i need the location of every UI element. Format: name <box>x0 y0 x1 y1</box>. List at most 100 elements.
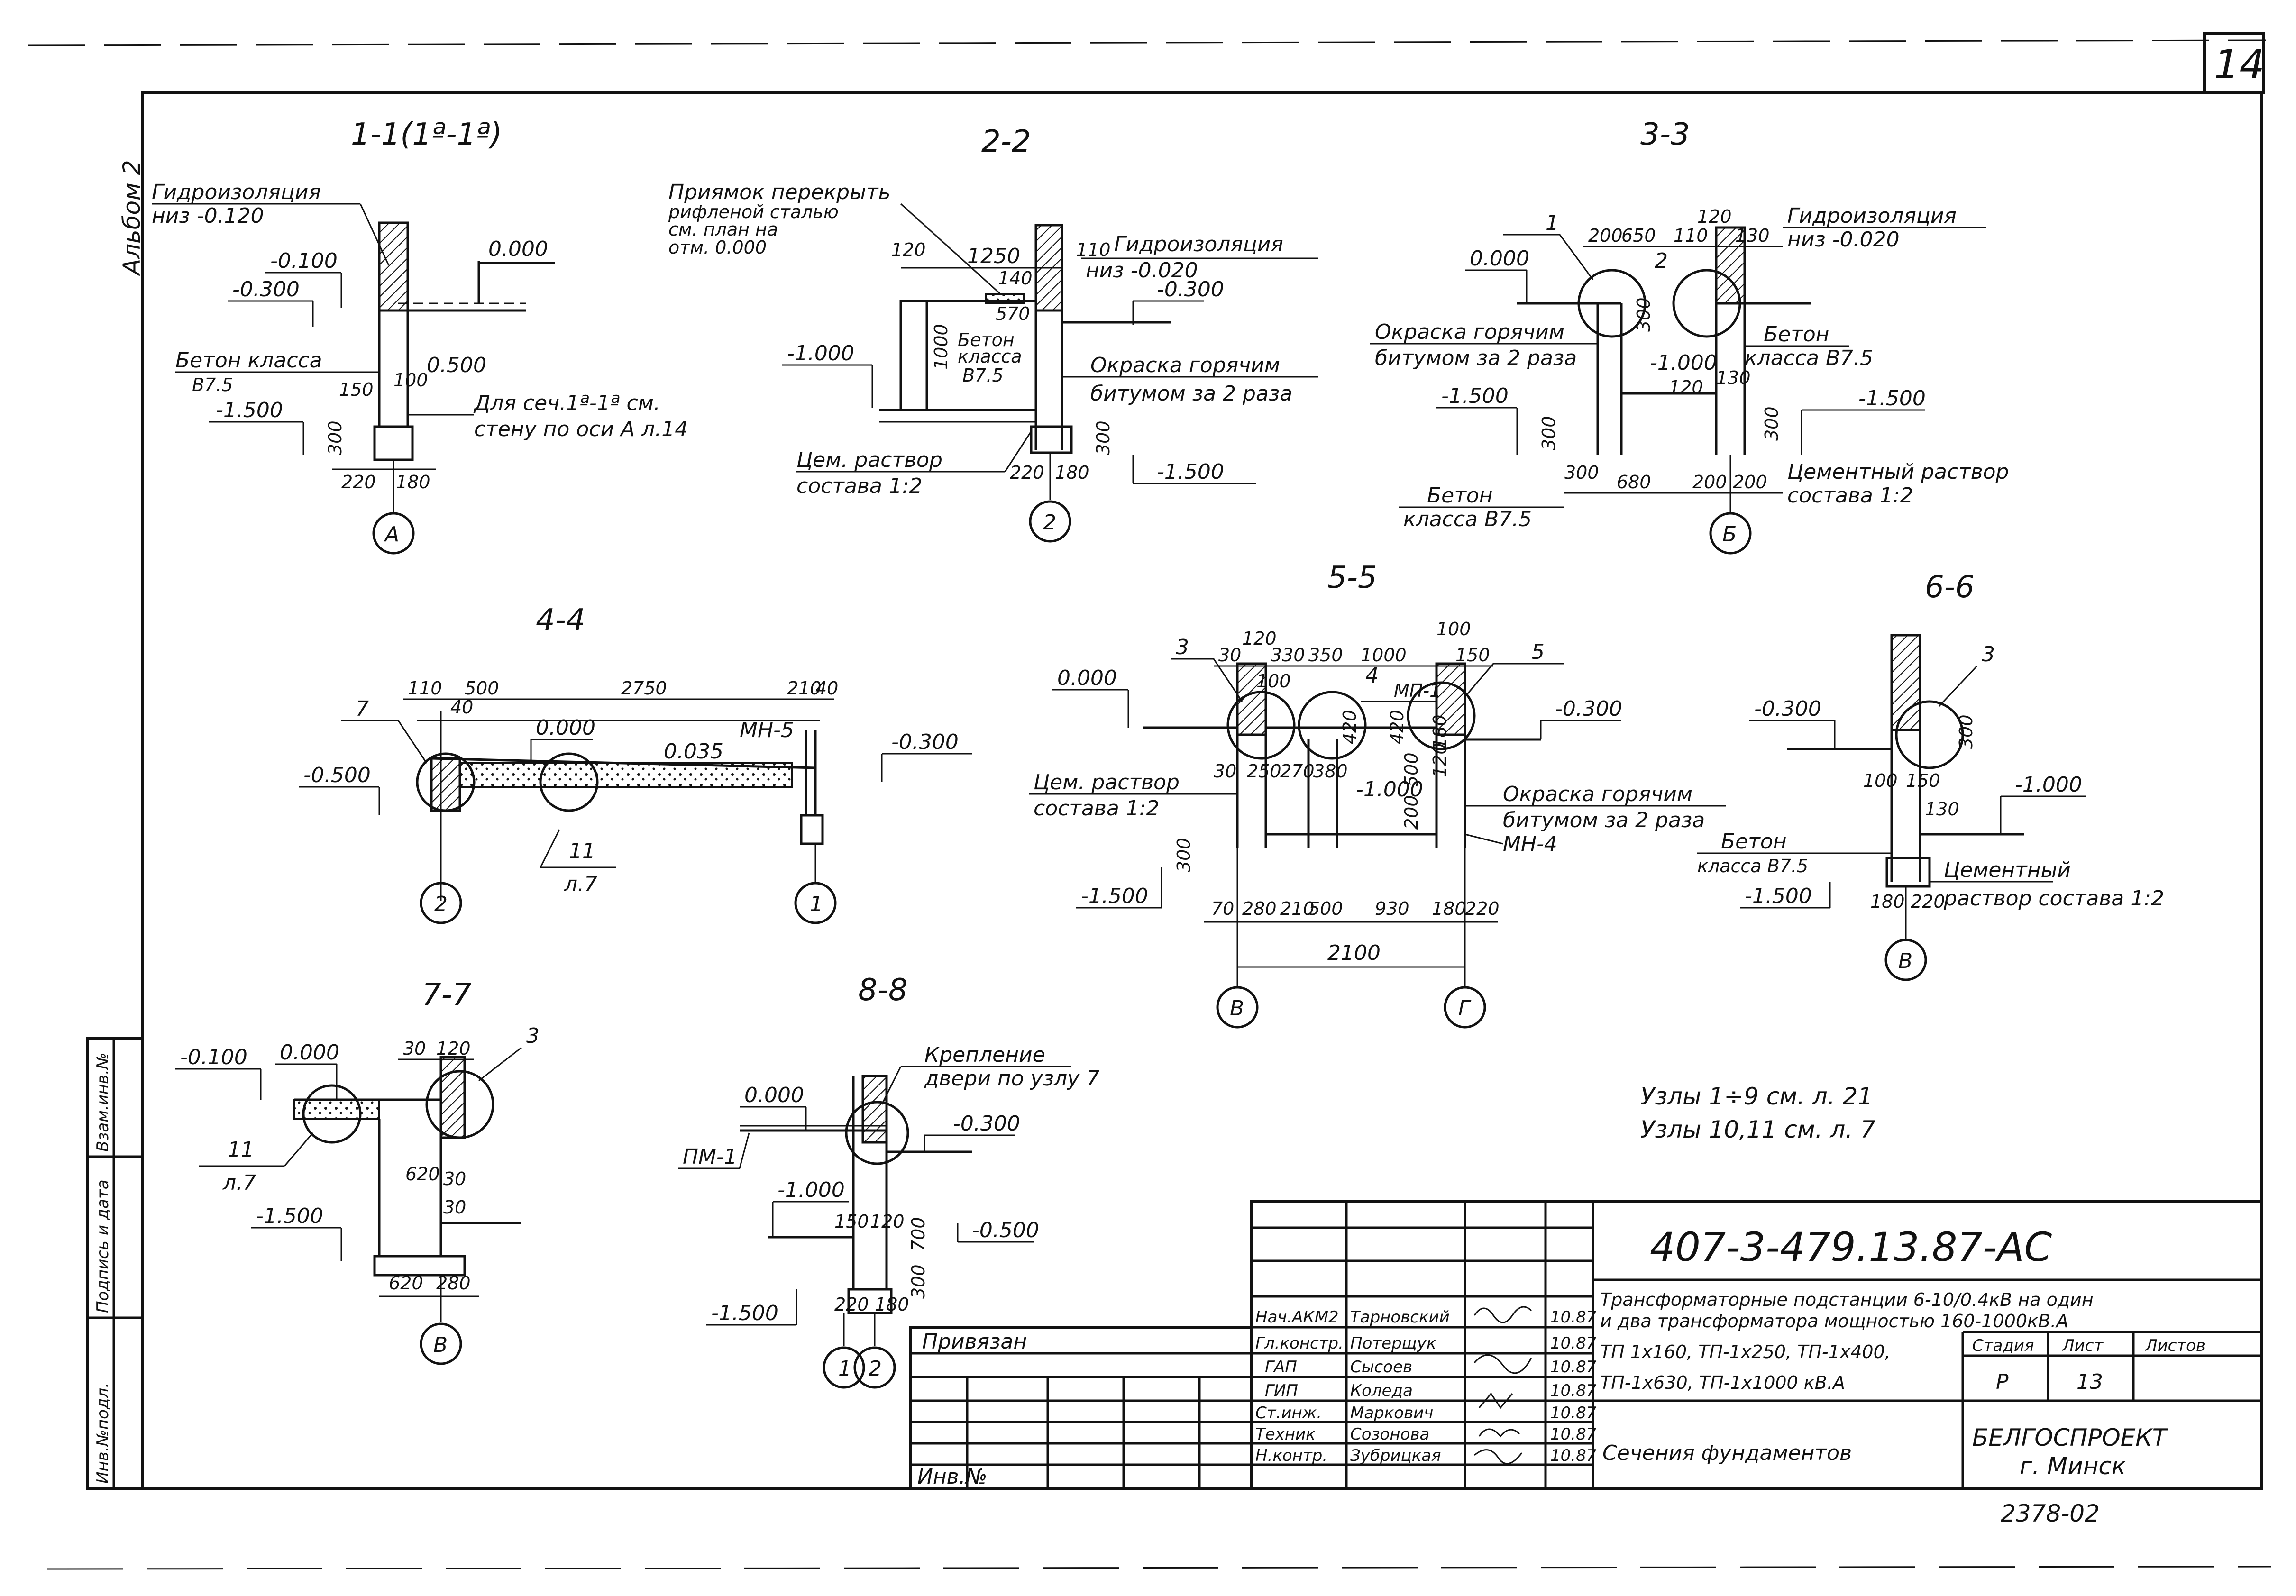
s5-label-32: 210 <box>1280 898 1315 919</box>
person-name: Созонова <box>1350 1425 1429 1444</box>
s1-label-8: 0.500 <box>427 353 486 377</box>
s6-label-13: 220 <box>1911 891 1945 912</box>
s8-label-4: ПМ-1 <box>683 1145 737 1169</box>
s1-label-1: низ -0.120 <box>152 204 264 228</box>
s3-label-15: -1.000 <box>1650 351 1717 375</box>
s4-label-10: -0.300 <box>891 730 959 754</box>
s1-label-6: В7.5 <box>192 374 233 395</box>
side-stamp: Инв.№подл. Подпись и дата Взам.инв.№ <box>86 1037 144 1490</box>
s4-label-12: 11 <box>569 839 595 863</box>
s5-label-18: 270 <box>1280 761 1315 782</box>
s2-label-19: Цем. раствор <box>796 448 942 472</box>
s8-label-7: 120 <box>870 1211 905 1232</box>
s2-label-5: 1250 <box>967 244 1020 268</box>
s5-label-3: 120 <box>1242 628 1277 649</box>
s4-label-7: 0.000 <box>536 716 595 740</box>
section-5-5: 5-5 0.000 3 30 120 330 350 1000 100 150 … <box>1029 560 1726 1029</box>
person-role: ГАП <box>1265 1358 1297 1377</box>
sheet-title-2: ТП-1х630, ТП-1х1000 кВ.А <box>1600 1372 1845 1393</box>
stage-value: Р <box>1996 1370 2009 1394</box>
s3-label-18: -1.500 <box>1441 384 1509 408</box>
s5-label-30: 70 <box>1211 898 1234 919</box>
section-title-3-3: 3-3 <box>1640 117 1690 152</box>
s6-label-3: 100 <box>1863 770 1898 791</box>
s5-label-0: 0.000 <box>1057 666 1117 690</box>
person-role: ГИП <box>1265 1381 1298 1400</box>
s5-axis-right: Г <box>1458 996 1472 1021</box>
person-role: Н.контр. <box>1255 1446 1327 1465</box>
s5-label-35: 180 <box>1432 898 1466 919</box>
s3-label-28: Бетон <box>1427 483 1493 508</box>
s7-axis: В <box>433 1333 448 1357</box>
s2-label-22: 180 <box>1055 462 1089 483</box>
s7-label-4: 3 <box>526 1024 540 1048</box>
s8-axis-2: 2 <box>869 1357 882 1381</box>
s5-label-21: 200 <box>1401 795 1422 830</box>
sheet-number: 14 <box>2214 41 2265 88</box>
s6-label-8: класса В7.5 <box>1697 856 1808 876</box>
s1-label-5: Бетон класса <box>175 348 322 373</box>
s2-label-24: -1.500 <box>1157 460 1224 484</box>
s5-label-25: Окраска горячим <box>1503 782 1692 806</box>
inv-label: Инв.№ <box>917 1465 987 1489</box>
s8-axis-1: 1 <box>838 1357 851 1381</box>
s1-label-15: 180 <box>396 472 430 492</box>
s8-label-3: -0.300 <box>953 1112 1020 1136</box>
s4-label-0: 7 <box>356 697 369 721</box>
s1-label-3: -0.300 <box>232 277 300 301</box>
s8-label-8: 700 <box>908 1217 929 1251</box>
title-block: 407-3-479.13.87-АС Трансформаторные подс… <box>909 1200 2263 1527</box>
s4-label-4: 210 <box>787 678 822 699</box>
s1-label-7: -1.500 <box>216 398 283 422</box>
sheet-title-1: ТП 1х160, ТП-1х250, ТП-1х400, <box>1600 1341 1891 1362</box>
section-title-6-6: 6-6 <box>1925 570 1975 605</box>
s5-label-10: 100 <box>1256 671 1291 692</box>
s3-label-26: Цементный раствор <box>1787 460 2009 484</box>
s2-label-21: 220 <box>1010 462 1044 483</box>
s4-label-5: 40 <box>815 678 838 699</box>
s7-label-8: 620 <box>405 1164 440 1185</box>
s6-label-9: Цементный <box>1944 858 2071 882</box>
s2-label-10: низ -0.020 <box>1086 258 1198 283</box>
s2-label-0: Приямок перекрыть <box>668 180 890 204</box>
s5-label-5: 350 <box>1308 645 1343 666</box>
s7-label-3: 120 <box>436 1038 471 1059</box>
s6-label-5: 130 <box>1925 799 1959 820</box>
s7-label-6: л.7 <box>222 1171 256 1195</box>
person-role: Гл.констр. <box>1255 1334 1344 1353</box>
s3-label-29: класса В7.5 <box>1403 507 1532 531</box>
s6-label-6: -1.000 <box>2015 773 2082 797</box>
s8-label-2: 0.000 <box>744 1083 804 1107</box>
section-title-1-1: 1-1(1ª-1ª) <box>351 117 502 152</box>
people-rows: Нач.АКМ2 Тарновский 10.87 Гл.констр. Пот… <box>1255 1308 1597 1465</box>
s4-label-11: -0.500 <box>303 763 371 787</box>
section-8-8: 8-8 Крепление двери по узлу 7 0.000 -0.3… <box>678 973 1099 1389</box>
s2-label-7: 140 <box>998 268 1033 289</box>
s3-label-13: Бетон <box>1764 322 1829 347</box>
s3-label-19: -1.500 <box>1858 386 1926 410</box>
s2-label-3: отм. 0.000 <box>668 237 767 258</box>
s5-label-33: 500 <box>1308 898 1343 919</box>
s2-axis: 2 <box>1043 511 1056 535</box>
archive-number: 2378-02 <box>2001 1500 2100 1527</box>
signatures <box>1473 1306 1532 1465</box>
s2-label-11: -0.300 <box>1157 277 1224 301</box>
s7-label-2: 30 <box>403 1038 426 1059</box>
section-title-2-2: 2-2 <box>981 124 1031 159</box>
person-date: 10.87 <box>1550 1446 1597 1465</box>
section-title-4-4: 4-4 <box>536 603 585 638</box>
s5-label-11: 4 <box>1365 664 1379 688</box>
s7-label-0: -0.100 <box>180 1045 247 1069</box>
side-stamp-replace: Взам.инв.№ <box>93 1053 112 1152</box>
s1-label-11: 150 <box>339 379 374 400</box>
s6-label-4: 150 <box>1906 770 1940 791</box>
project-title-1: Трансформаторные подстанции 6-10/0.4кВ н… <box>1600 1289 2094 1310</box>
project-title-2: и два трансформатора мощностью 160-1000к… <box>1600 1311 2068 1332</box>
s3-label-7: Гидроизоляция <box>1787 204 1957 228</box>
s3-label-14: класса В7.5 <box>1745 346 1873 370</box>
s5-label-1: 3 <box>1176 635 1189 659</box>
sheets-head: Листов <box>2144 1336 2205 1355</box>
s5-label-23: 120 <box>1429 743 1450 777</box>
s4-label-2: 500 <box>465 678 499 699</box>
s2-label-17: Окраска горячим <box>1090 353 1280 377</box>
